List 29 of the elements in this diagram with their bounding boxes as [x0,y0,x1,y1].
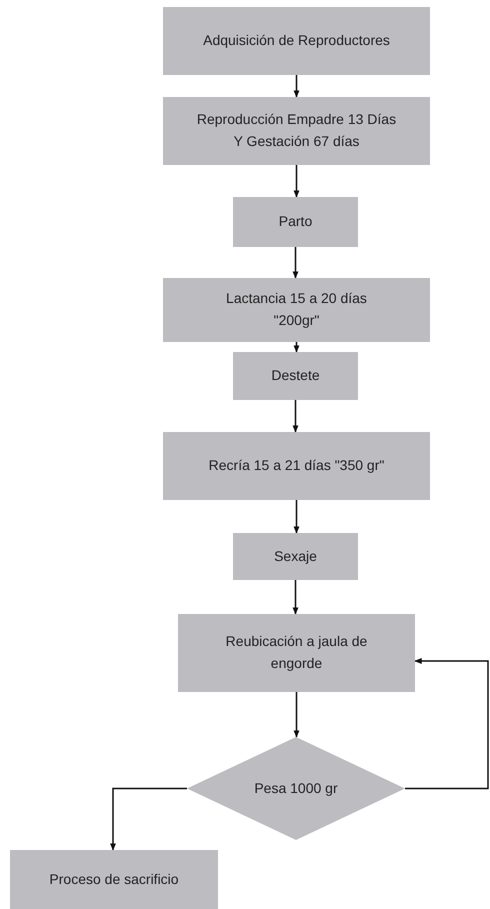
step-text: Proceso de sacrificio [48,870,180,889]
step-text: Reubicación a jaula de engorde [224,632,368,673]
step-text: Reproducción Empadre 13 Días Y Gestación 67 días [196,110,398,151]
process-box [10,850,218,909]
arrow [294,342,300,353]
step-text: Sexaje [273,546,318,566]
arrow [292,247,298,279]
process-box [178,614,415,692]
step-text: Recría 15 a 21 días "350 gr" [208,456,386,476]
arrow [292,580,298,615]
step-text: Adquisición de Reproductores [202,31,391,50]
arrow [294,500,300,534]
arrow [294,692,300,738]
step-text: Lactancia 15 a 20 días "200gr" [225,289,368,330]
arrow [294,75,300,98]
arrow [292,400,298,433]
process-box [163,278,430,342]
arrow [405,658,489,790]
process-box [233,352,358,400]
arrow [110,788,187,851]
process-box [233,533,358,580]
process-box [163,97,430,165]
process-box [233,197,358,247]
process-box [163,7,430,75]
decision-text: Pesa 1000 gr [253,778,339,798]
process-box [163,432,430,500]
step-text: Destete [270,366,321,386]
arrow [294,165,300,198]
step-text: Parto [278,212,314,232]
